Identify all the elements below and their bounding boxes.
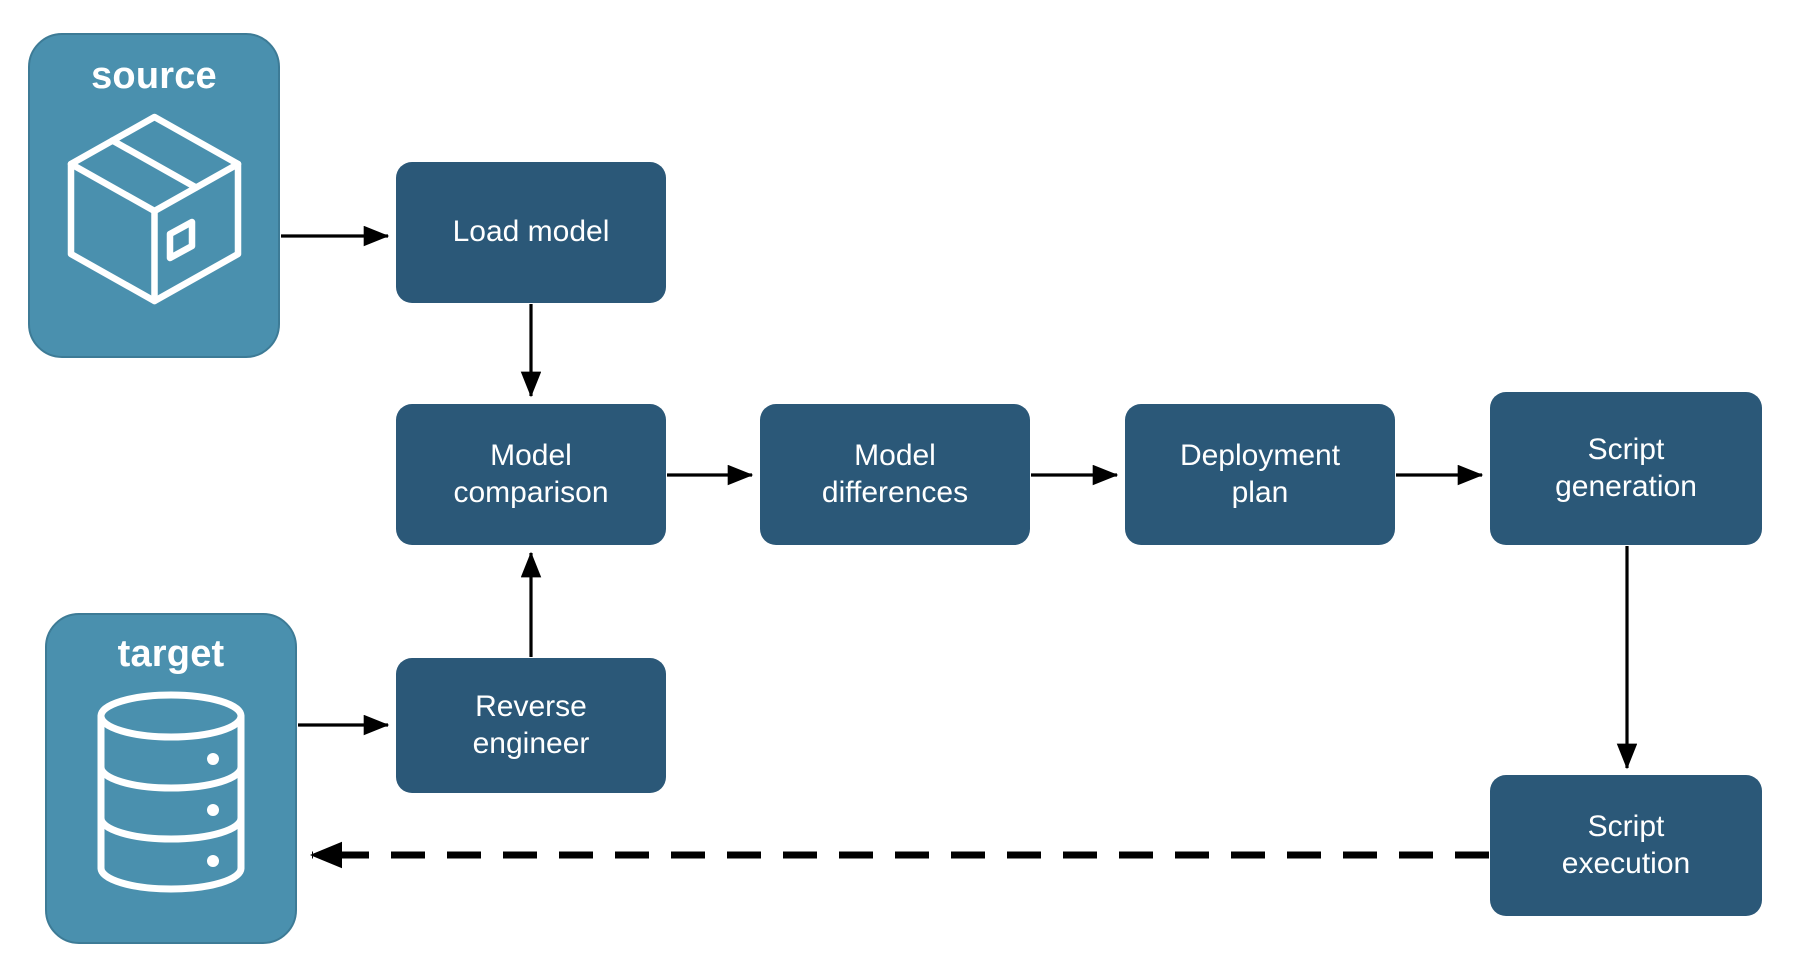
process-script-execution-label: Script execution (1561, 809, 1691, 880)
process-model-differences-label: Model differences (821, 438, 969, 509)
endpoint-target-label: target (117, 633, 225, 675)
process-script-generation-label: Script generation (1555, 432, 1697, 503)
process-model-differences[interactable]: Model differences (760, 404, 1030, 545)
process-load-model-label: Load model (452, 215, 610, 249)
endpoint-source-label: source (91, 55, 217, 97)
database-cylinder-icon (95, 689, 247, 900)
process-load-model[interactable]: Load model (396, 162, 666, 303)
process-script-execution[interactable]: Script execution (1490, 775, 1762, 916)
process-deployment-plan[interactable]: Deployment plan (1125, 404, 1395, 545)
process-model-comparison[interactable]: Model comparison (396, 404, 666, 545)
process-model-comparison-label: Model comparison (453, 438, 609, 509)
process-script-generation[interactable]: Script generation (1490, 392, 1762, 545)
endpoint-source[interactable]: source (28, 33, 280, 358)
process-reverse-engineer[interactable]: Reverse engineer (396, 658, 666, 793)
process-deployment-plan-label: Deployment plan (1179, 438, 1341, 509)
package-box-icon (62, 109, 247, 314)
process-reverse-engineer-label: Reverse engineer (472, 689, 590, 760)
endpoint-target[interactable]: target (45, 613, 297, 944)
